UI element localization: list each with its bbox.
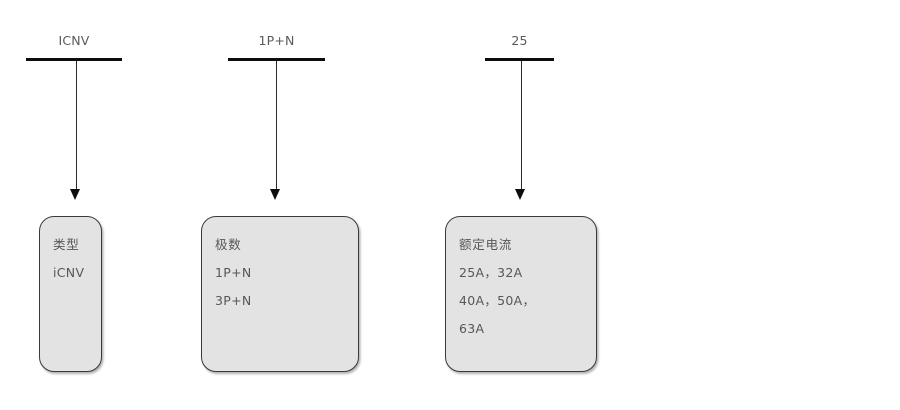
callout-label-type: ICNV [58, 33, 90, 48]
arrow-down-icon-type [70, 189, 80, 200]
info-box-poles: 极数 1P+N 3P+N [201, 216, 359, 372]
callout-stem-rated-current [521, 61, 522, 189]
callout-label-poles: 1P+N [258, 33, 295, 48]
arrow-down-icon-rated-current [515, 189, 525, 200]
arrow-down-icon-poles [270, 189, 280, 200]
callout-bar-rated-current [485, 58, 554, 61]
info-box-item-rated-current-3: 63A [459, 321, 485, 336]
info-box-item-poles-1: 1P+N [215, 265, 252, 280]
callout-stem-poles [276, 61, 277, 189]
info-box-item-type-1: iCNV [53, 265, 85, 280]
info-box-item-rated-current-2: 40A，50A， [459, 293, 536, 308]
info-box-type: 类型 iCNV [39, 216, 102, 372]
info-box-rated-current: 额定电流 25A，32A 40A，50A， 63A [445, 216, 597, 372]
info-box-item-poles-2: 3P+N [215, 293, 252, 308]
info-box-heading-rated-current: 额定电流 [459, 237, 513, 252]
callout-label-rated-current: 25 [511, 33, 528, 48]
callout-bar-poles [228, 58, 325, 61]
info-box-item-rated-current-1: 25A，32A [459, 265, 523, 280]
info-box-heading-type: 类型 [53, 237, 80, 252]
info-box-heading-poles: 极数 [215, 237, 242, 252]
callout-stem-type [76, 61, 77, 189]
callout-bar-type [26, 58, 122, 61]
